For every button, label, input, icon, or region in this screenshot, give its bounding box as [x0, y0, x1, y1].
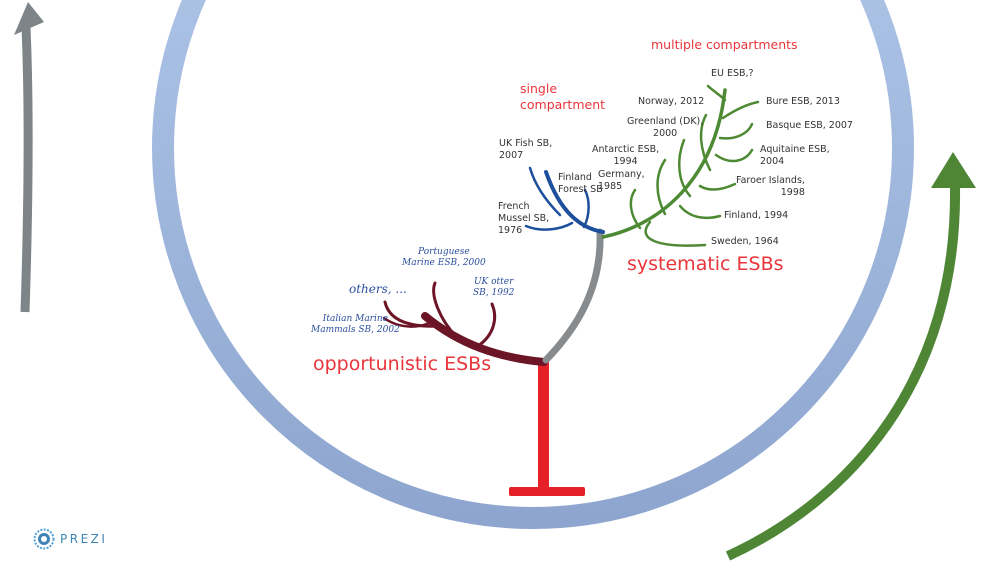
prezi-logo-icon [33, 528, 55, 550]
prezi-brand[interactable]: PREZI [33, 528, 107, 550]
basque-label: Basque ESB, 2007 [766, 120, 853, 131]
prezi-wordmark: PREZI [60, 532, 108, 546]
opportunistic-branch [382, 281, 548, 366]
sweden-label: Sweden, 1964 [711, 236, 779, 247]
systematic-esbs-heading: systematic ESBs [627, 253, 784, 275]
greenland-label: Greenland (DK), 2000 [627, 116, 704, 139]
right-cycle-arrow [725, 152, 976, 561]
antarctic-label: Antarctic ESB, 1994 [592, 144, 660, 167]
left-cycle-arrow [14, 2, 44, 313]
faroe-islands-label: Faroer Islands, 1998 [736, 175, 805, 198]
italian-marine-mammals-sb-label: Italian Marine Mammals SB, 2002 [311, 314, 400, 336]
aquitaine-label: Aquitaine ESB, 2004 [760, 144, 830, 167]
opportunistic-esbs-heading: opportunistic ESBs [313, 353, 492, 375]
tree-trunk [509, 360, 585, 496]
eu-esb-label: EU ESB,? [711, 68, 754, 79]
multiple-compartments-heading: multiple compartments [651, 37, 798, 52]
germany-label: Germany, 1985 [598, 169, 645, 192]
systematic-branch [601, 84, 760, 247]
middle-branch [542, 228, 604, 364]
bure-label: Bure ESB, 2013 [766, 96, 840, 107]
finland-forest-sb-label: Finland Forest SB [558, 172, 603, 195]
french-mussel-sb-label: French Mussel SB, 1976 [498, 201, 550, 236]
uk-otter-sb-label: UK otter SB, 1992 [473, 277, 515, 299]
uk-fish-sb-label: UK Fish SB, 2007 [499, 138, 553, 161]
others-label: others, ... [349, 282, 407, 296]
single-compartment-heading: single compartment [520, 81, 606, 112]
cycle-ring [152, 0, 914, 529]
finland-label: Finland, 1994 [724, 210, 789, 221]
norway-label: Norway, 2012 [638, 96, 705, 107]
single-compartment-branch [524, 166, 605, 234]
portuguese-marine-esb-label: Portuguese Marine ESB, 2000 [402, 247, 486, 269]
